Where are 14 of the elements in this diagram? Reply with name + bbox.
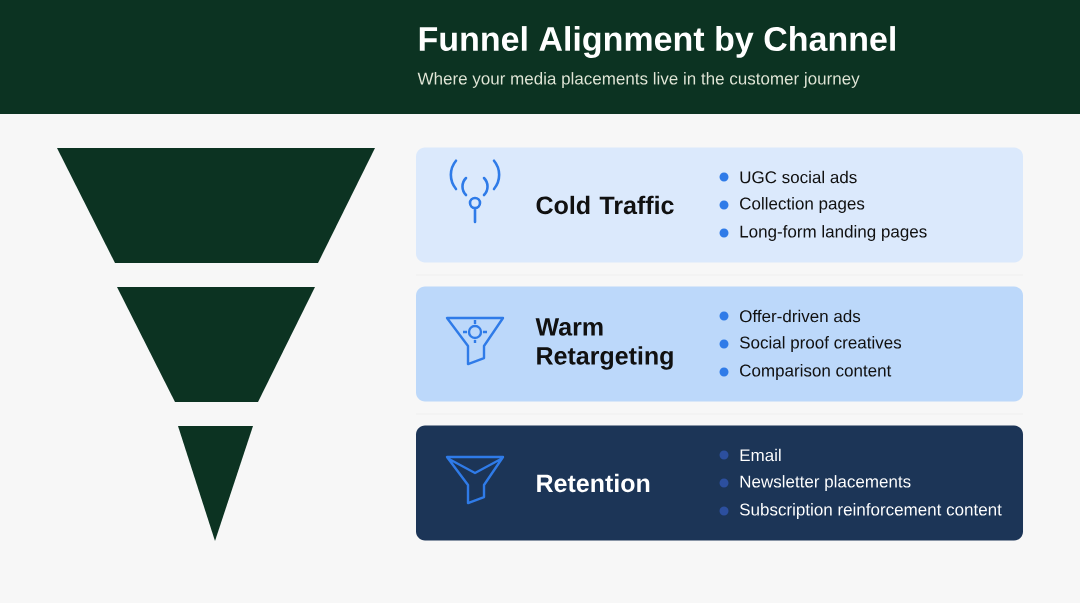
subtitle: Where your media placements live in the customer journey bbox=[417, 72, 860, 88]
bullet-text: Subscription reinforcement content bbox=[739, 503, 1002, 519]
bullet-text: Offer-driven ads bbox=[740, 309, 861, 323]
card-heading: Warm Retargeting bbox=[535, 318, 673, 370]
bullet-text: Newsletter placements bbox=[740, 475, 911, 491]
bullet-text: Social proof creatives bbox=[739, 336, 902, 352]
bullet-text: UGC social ads bbox=[740, 170, 857, 184]
bullet-text: Email bbox=[740, 448, 781, 462]
bullet-text: Long-form landing pages bbox=[740, 225, 927, 241]
bullet-text: Comparison content bbox=[740, 364, 892, 380]
card-heading: Cold Traffic bbox=[536, 195, 674, 215]
card-heading: Retention bbox=[537, 473, 650, 493]
bullet-text: Collection pages bbox=[740, 197, 865, 213]
title: Funnel Alignment by Channel bbox=[419, 26, 895, 58]
